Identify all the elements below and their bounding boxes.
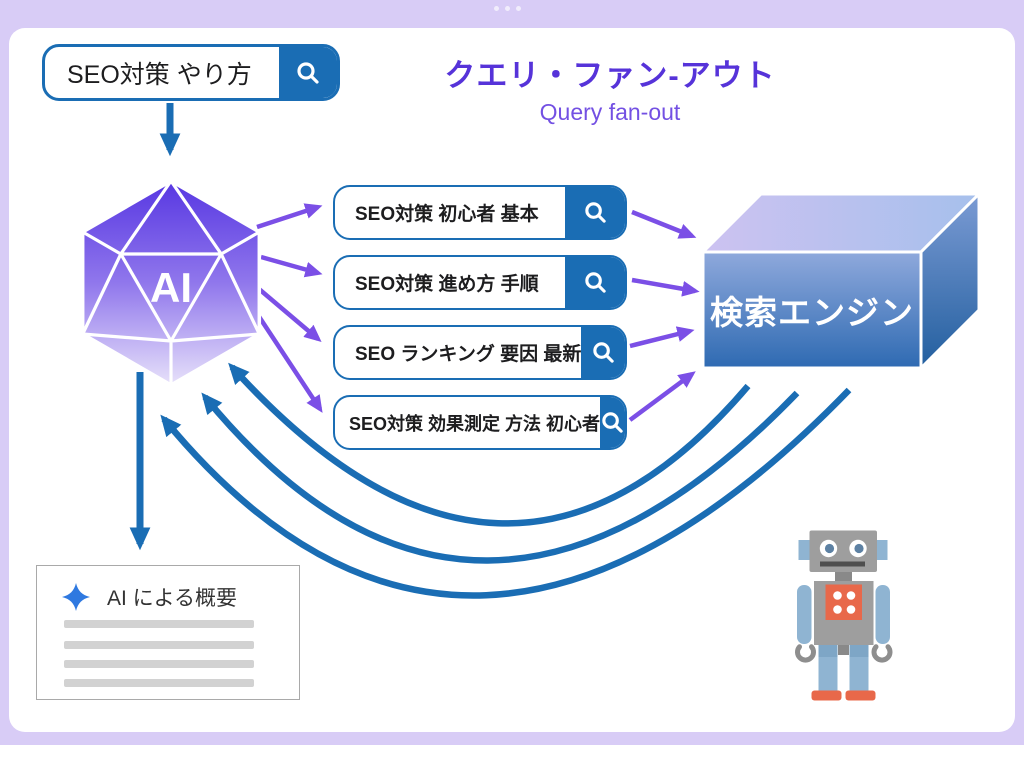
fanout-query-box-2[interactable]: SEO対策 進め方 手順 (333, 255, 627, 310)
robot-icon (795, 530, 893, 701)
fanout-query-text: SEO対策 効果測定 方法 初心者 (349, 413, 601, 434)
page-title: クエリ・ファン-アウト (444, 58, 776, 93)
overview-placeholder-line (64, 660, 254, 668)
main-search-button[interactable] (279, 47, 337, 98)
main-search-query: SEO対策 やり方 (67, 60, 252, 89)
fanout-search-button[interactable] (565, 187, 625, 238)
search-icon (584, 272, 606, 293)
fanout-query-box-3[interactable]: SEO ランキング 要因 最新 (333, 325, 627, 380)
fanout-search-button[interactable] (600, 397, 625, 448)
search-engine-box (701, 192, 981, 370)
page-subtitle: Query fan-out (539, 99, 681, 125)
ai-overview-title: AI による概要 (107, 587, 238, 610)
search-engine-label: 検索エンジン (710, 294, 914, 331)
ai-overview-card: AI による概要 (36, 565, 300, 700)
overview-placeholder-line (64, 679, 254, 687)
search-icon (593, 342, 614, 363)
search-icon (584, 202, 606, 223)
ellipsis-dots-icon (494, 6, 521, 11)
fanout-query-text: SEO対策 初心者 基本 (355, 204, 539, 225)
search-icon (602, 412, 623, 433)
main-search-box[interactable]: SEO対策 やり方 (42, 44, 340, 101)
fanout-query-box-1[interactable]: SEO対策 初心者 基本 (333, 185, 627, 240)
search-icon (297, 61, 319, 84)
fanout-query-box-4[interactable]: SEO対策 効果測定 方法 初心者 (333, 395, 627, 450)
overview-placeholder-line (64, 641, 254, 649)
fanout-query-text: SEO ランキング 要因 最新 (355, 344, 582, 365)
fanout-query-text: SEO対策 進め方 手順 (355, 274, 539, 295)
ai-icosahedron (80, 179, 262, 387)
ai-node-label: AI (150, 264, 192, 311)
fanout-search-button[interactable] (581, 327, 625, 378)
fanout-search-button[interactable] (565, 257, 625, 308)
sparkle-icon (62, 583, 90, 611)
overview-placeholder-line (64, 620, 254, 628)
